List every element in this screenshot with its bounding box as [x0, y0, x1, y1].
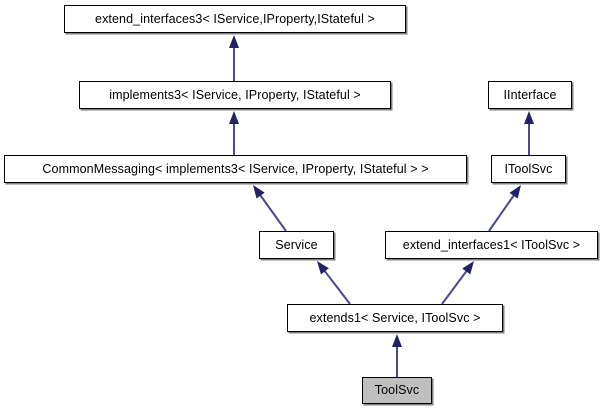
- class-node-implements3[interactable]: implements3< IService, IProperty, IState…: [79, 81, 391, 109]
- class-node-Service[interactable]: Service: [259, 231, 334, 259]
- class-node-IInterface[interactable]: IInterface: [488, 81, 572, 109]
- edge-arrowhead-icon: [509, 185, 521, 199]
- class-node-IToolSvc[interactable]: IToolSvc: [491, 155, 566, 183]
- class-node-extend_interfaces1[interactable]: extend_interfaces1< IToolSvc >: [385, 231, 598, 259]
- class-node-label: Service: [275, 237, 318, 252]
- class-node-extends1[interactable]: extends1< Service, IToolSvc >: [287, 304, 503, 332]
- class-node-label: IInterface: [503, 87, 557, 102]
- inheritance-edge-implements3-to-extend_interfaces3: [229, 35, 239, 81]
- class-node-label: extends1< Service, IToolSvc >: [309, 310, 481, 325]
- edge-line: [488, 192, 517, 232]
- inheritance-edge-extends1-to-Service: [317, 261, 351, 305]
- class-node-extend_interfaces3[interactable]: extend_interfaces3< IService,IProperty,I…: [64, 5, 406, 33]
- edge-arrowhead-icon: [229, 35, 239, 48]
- class-node-label: extend_interfaces1< IToolSvc >: [402, 237, 581, 252]
- edge-arrowhead-icon: [253, 185, 265, 199]
- class-node-label: extend_interfaces3< IService,IProperty,I…: [95, 11, 375, 26]
- edge-arrowhead-icon: [229, 111, 239, 124]
- edge-line: [441, 268, 469, 305]
- edge-line: [322, 268, 351, 305]
- class-node-CommonMessaging[interactable]: CommonMessaging< implements3< IService, …: [4, 155, 467, 183]
- edge-arrowhead-icon: [392, 334, 402, 347]
- class-node-label: IToolSvc: [504, 161, 553, 176]
- edge-arrowhead-icon: [524, 111, 534, 124]
- class-node-label: implements3< IService, IProperty, IState…: [109, 87, 361, 102]
- inheritance-edge-extend_interfaces1-to-IToolSvc: [488, 185, 521, 232]
- inheritance-edge-ToolSvc-to-extends1: [392, 334, 402, 377]
- edge-arrowhead-icon: [317, 261, 329, 275]
- inheritance-edge-extends1-to-extend_interfaces1: [441, 261, 474, 305]
- edge-arrowhead-icon: [462, 261, 474, 275]
- edge-line: [258, 192, 287, 232]
- class-node-label: ToolSvc: [374, 383, 420, 398]
- class-node-label: CommonMessaging< implements3< IService, …: [42, 161, 429, 176]
- inheritance-edge-Service-to-CommonMessaging: [253, 185, 287, 232]
- class-node-ToolSvc[interactable]: ToolSvc: [362, 377, 432, 404]
- inheritance-edge-IToolSvc-to-IInterface: [524, 111, 534, 155]
- inheritance-edge-CommonMessaging-to-implements3: [229, 111, 239, 155]
